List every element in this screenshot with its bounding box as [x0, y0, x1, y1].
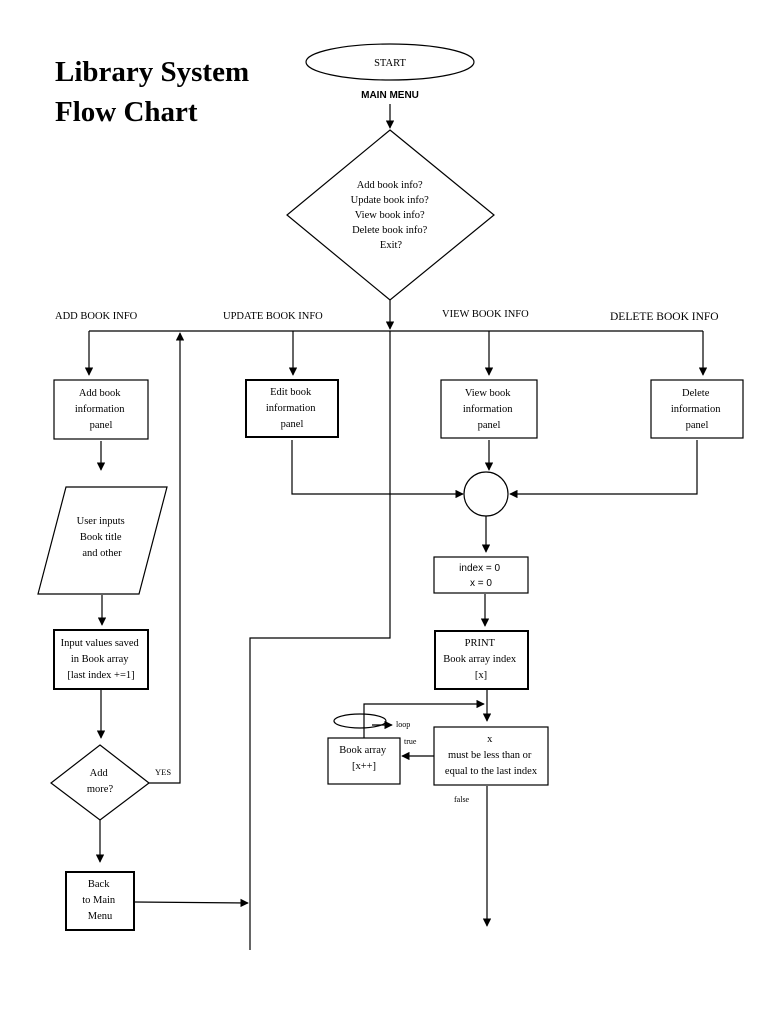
yes-label: YES	[155, 767, 171, 777]
start-terminator	[305, 43, 475, 81]
condition-box	[433, 726, 549, 786]
branch-label-add: ADD BOOK INFO	[55, 311, 138, 322]
back-to-menu-box	[65, 871, 135, 931]
add-more-decision	[50, 744, 150, 821]
loop-label: loop	[396, 720, 410, 729]
merge-connector	[463, 471, 509, 517]
menu-option-add: Add book info?	[357, 180, 423, 191]
loop-curl	[333, 713, 387, 729]
start-label: START	[374, 58, 406, 69]
menu-decision-text: Add book info? Update book info? View bo…	[351, 180, 432, 251]
edit-to-merge-arrow	[291, 440, 464, 499]
edit-panel-text: Edit book information panel	[266, 387, 318, 430]
title-line-2: Flow Chart	[55, 96, 198, 128]
menu-option-view: View book info?	[355, 210, 425, 221]
add-more-text: Add more?	[87, 768, 114, 795]
view-panel-text: View book information panel	[463, 388, 515, 431]
back-to-menu-arrow	[134, 898, 249, 908]
page-title: Library System Flow Chart	[55, 52, 249, 132]
edit-panel-box	[245, 379, 339, 438]
menu-option-update: Update book info?	[351, 195, 429, 206]
return-line	[249, 331, 391, 950]
increment-text: Book array [x++]	[339, 745, 389, 772]
add-panel-text: Add book information panel	[75, 388, 127, 431]
print-text: PRINT Book array index [x]	[443, 638, 519, 681]
loop-back-arrow	[363, 699, 485, 738]
false-label: false	[454, 795, 470, 804]
delete-panel-text: Delete information panel	[671, 388, 723, 431]
saved-box	[53, 629, 149, 690]
back-to-menu-text: Back to Main Menu	[82, 879, 118, 922]
user-input-text: User inputs Book title and other	[77, 516, 128, 559]
branch-label-delete: DELETE BOOK INFO	[610, 311, 719, 323]
print-box	[434, 630, 529, 690]
menu-option-exit: Exit?	[380, 240, 402, 251]
saved-text: Input values saved in Book array [last i…	[61, 638, 142, 681]
title-line-1: Library System	[55, 56, 250, 88]
init-box	[433, 556, 529, 594]
branch-label-view: VIEW BOOK INFO	[442, 309, 529, 320]
delete-panel-box	[650, 379, 744, 439]
condition-text: x must be less than or equal to the last…	[445, 734, 538, 777]
true-label: true	[404, 737, 417, 746]
menu-option-delete: Delete book info?	[352, 225, 428, 236]
main-menu-label: MAIN MENU	[361, 90, 419, 101]
user-input-parallelogram	[37, 486, 168, 595]
yes-loop-arrow	[149, 332, 185, 784]
add-panel-box	[53, 379, 149, 440]
init-text: index = 0 x = 0	[459, 563, 503, 589]
delete-to-merge-arrow	[509, 440, 698, 499]
view-panel-box	[440, 379, 538, 439]
branch-label-update: UPDATE BOOK INFO	[223, 311, 323, 322]
